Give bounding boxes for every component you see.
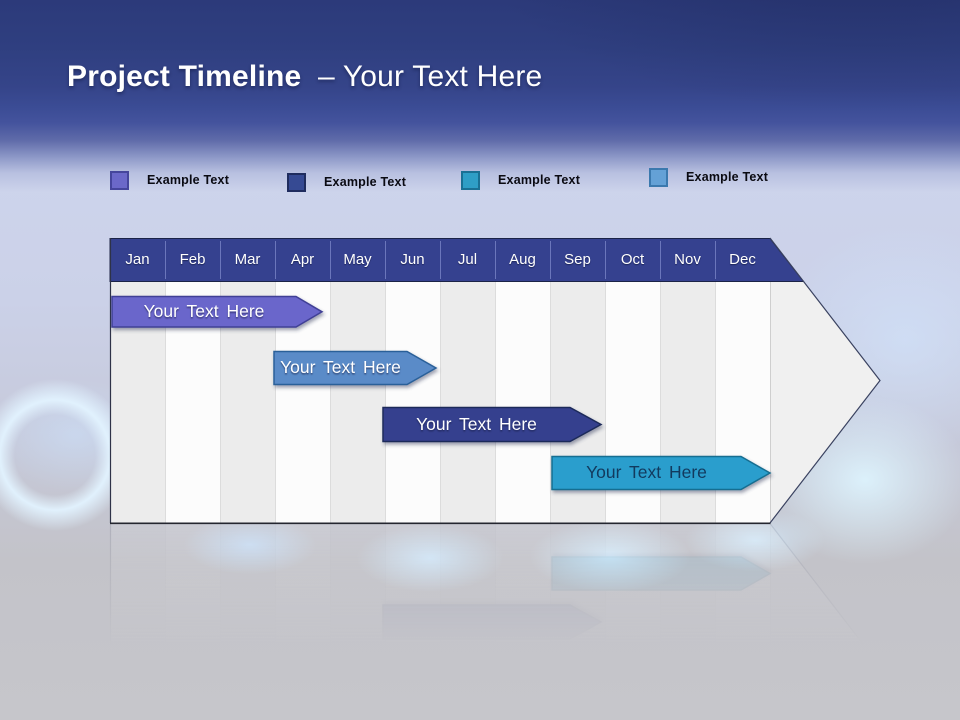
legend-item-2: Example Text xyxy=(287,171,406,193)
legend-swatch-purple-icon xyxy=(110,170,129,190)
legend-item-3: Example Text xyxy=(461,169,580,191)
legend-label: Example Text xyxy=(324,175,407,189)
legend-swatch-navy-icon xyxy=(287,172,306,192)
legend-item-1: Example Text xyxy=(110,169,229,191)
legend-label: Example Text xyxy=(686,170,769,184)
timeline-bar-4-label[interactable]: Your Text Here xyxy=(586,462,707,482)
legend-item-4: Example Text xyxy=(649,166,768,188)
legend-swatch-lightblue-icon xyxy=(649,167,668,187)
timeline-bar-1-label[interactable]: Your Text Here xyxy=(143,301,265,321)
slide-title-main: Project Timeline xyxy=(67,60,302,93)
table-reflection xyxy=(110,523,880,720)
slide-title: Project Timeline – Your Text Here xyxy=(67,60,542,94)
legend-swatch-teal-icon xyxy=(461,170,480,190)
legend-label: Example Text xyxy=(498,173,581,187)
slide-title-placeholder[interactable]: – Your Text Here xyxy=(317,60,543,93)
timeline-bar-2-label[interactable]: Your Text Here xyxy=(280,357,401,377)
timeline-bar-3-label[interactable]: Your Text Here xyxy=(416,413,537,434)
legend-label: Example Text xyxy=(147,173,230,187)
